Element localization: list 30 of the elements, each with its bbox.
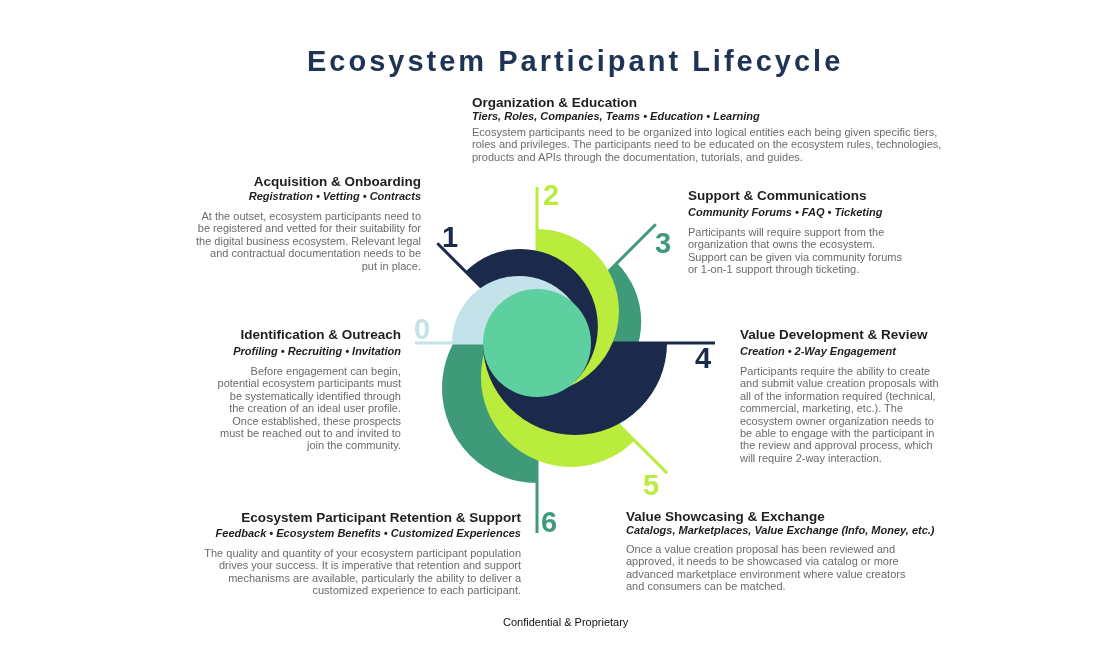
step-number: 2 (543, 181, 560, 210)
step-number: 4 (695, 344, 712, 373)
description-text: At the outset, ecosystem participants need to be registered and vetted for their suitability for the digital business ecosystem. Relevant legal and contractual documentation needs to be put in place. (195, 210, 421, 273)
section-subtitle: Registration • Vetting • Contracts (248, 190, 421, 203)
footer-note: Confidential & Proprietary (503, 616, 629, 630)
section-heading: Value Development & Review (740, 327, 928, 343)
step-number: 6 (541, 508, 558, 537)
section-heading: Acquisition & Onboarding (253, 174, 421, 190)
description-text: Ecosystem participants need to be organized into logical entities each being given specific tiers, roles and privileges. The participants need to be educated on the ecosystem rules, technologies, products and APIs through the documentation, tutorials, and guides. (472, 126, 943, 164)
section-heading: Ecosystem Participant Retention & Support (241, 510, 521, 526)
diagram-title: Ecosystem Participant Lifecycle (307, 45, 844, 79)
step-number: 1 (442, 223, 459, 252)
section-heading: Value Showcasing & Exchange (626, 509, 825, 525)
description-text: Once a value creation proposal has been reviewed and approved, it needs to be showcased via catalog or more advanced marketplace environment where value creators and consumers can be matched. (626, 543, 907, 593)
section-heading: Identification & Outreach (240, 327, 401, 343)
description-text: The quality and quantity of your ecosystem participant population drives your success. It is imperative that retention and support mechanisms are available, particularly the ability to deliver a customized experience to each participant. (203, 547, 521, 597)
section-subtitle: Profiling • Recruiting • Invitation (233, 345, 401, 358)
description-text: Before engagement can begin, potential ecosystem participants must be systematically identified through the creation of an ideal user profile. Once established, these prospects must be reached out to and invited to join the community. (216, 365, 401, 452)
section-subtitle: Tiers, Roles, Companies, Teams • Education • Learning (472, 110, 760, 123)
step-number: 3 (655, 229, 672, 258)
section-subtitle: Creation • 2-Way Engagement (740, 345, 896, 358)
section-heading: Organization & Education (472, 95, 637, 111)
section-subtitle: Catalogs, Marketplaces, Value Exchange (Info, Money, etc.) (626, 524, 935, 537)
step-number: 0 (414, 315, 431, 344)
section-heading: Support & Communications (688, 188, 867, 204)
step-number: 5 (643, 471, 660, 500)
section-subtitle: Community Forums • FAQ • Ticketing (688, 206, 883, 219)
description-text: Participants will require support from the organization that owns the ecosystem. Support can be given via community forums or 1-on-1 support through ticketing. (688, 226, 903, 276)
section-subtitle: Feedback • Ecosystem Benefits • Customized Experiences (215, 527, 521, 540)
description-text: Participants require the ability to create and submit value creation proposals with all of the information required (technical, commercial, marketing, etc.). The ecosystem owner organization needs to be able to engage with the participant in the review and approval process, which will require 2-way interaction. (740, 365, 940, 465)
